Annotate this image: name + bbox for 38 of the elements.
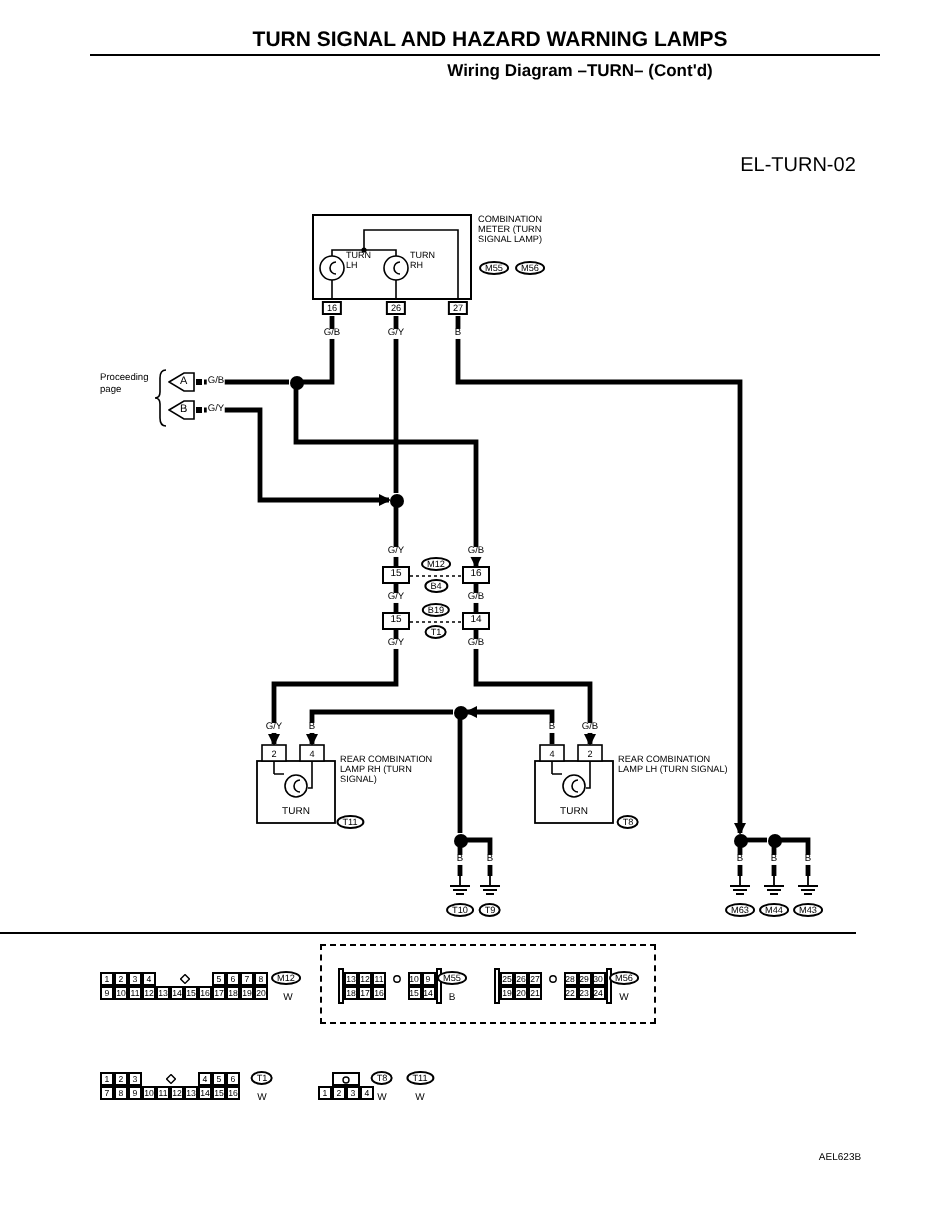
junction-dot — [453, 705, 467, 719]
wire — [457, 719, 463, 833]
wire — [393, 507, 399, 566]
ground-symbol — [796, 876, 820, 896]
wire — [393, 316, 399, 493]
junction-dot — [389, 493, 403, 507]
ground-symbol — [762, 876, 786, 896]
wire — [393, 584, 399, 612]
page-subtitle: Wiring Diagram –TURN– (Cont'd) — [447, 60, 713, 80]
wire — [467, 837, 493, 876]
ground-symbol — [728, 876, 752, 896]
harness-connector — [168, 400, 204, 420]
wire — [293, 389, 482, 568]
lamp-unit — [534, 744, 614, 824]
wire — [737, 847, 743, 876]
wire — [204, 379, 289, 385]
page-title: TURN SIGNAL AND HAZARD WARNING LAMPS — [252, 28, 728, 52]
junction-dot — [289, 375, 303, 389]
diagram-code: EL-TURN-02 — [740, 155, 856, 177]
wire — [473, 630, 596, 746]
wire — [781, 837, 811, 876]
junction-dot — [767, 833, 781, 847]
wire — [303, 316, 335, 385]
wire — [473, 584, 479, 612]
wire — [306, 709, 453, 746]
wire — [771, 847, 777, 876]
wire — [457, 847, 463, 876]
ground-symbol — [478, 876, 502, 896]
wire — [455, 316, 746, 835]
wire — [747, 837, 767, 843]
ground-symbol — [448, 876, 472, 896]
wire — [268, 630, 399, 746]
lamp-unit — [256, 744, 336, 824]
junction-dot — [453, 833, 467, 847]
wire — [204, 407, 391, 506]
harness-connector — [168, 372, 204, 392]
wire — [465, 706, 555, 744]
junction-dot — [733, 833, 747, 847]
